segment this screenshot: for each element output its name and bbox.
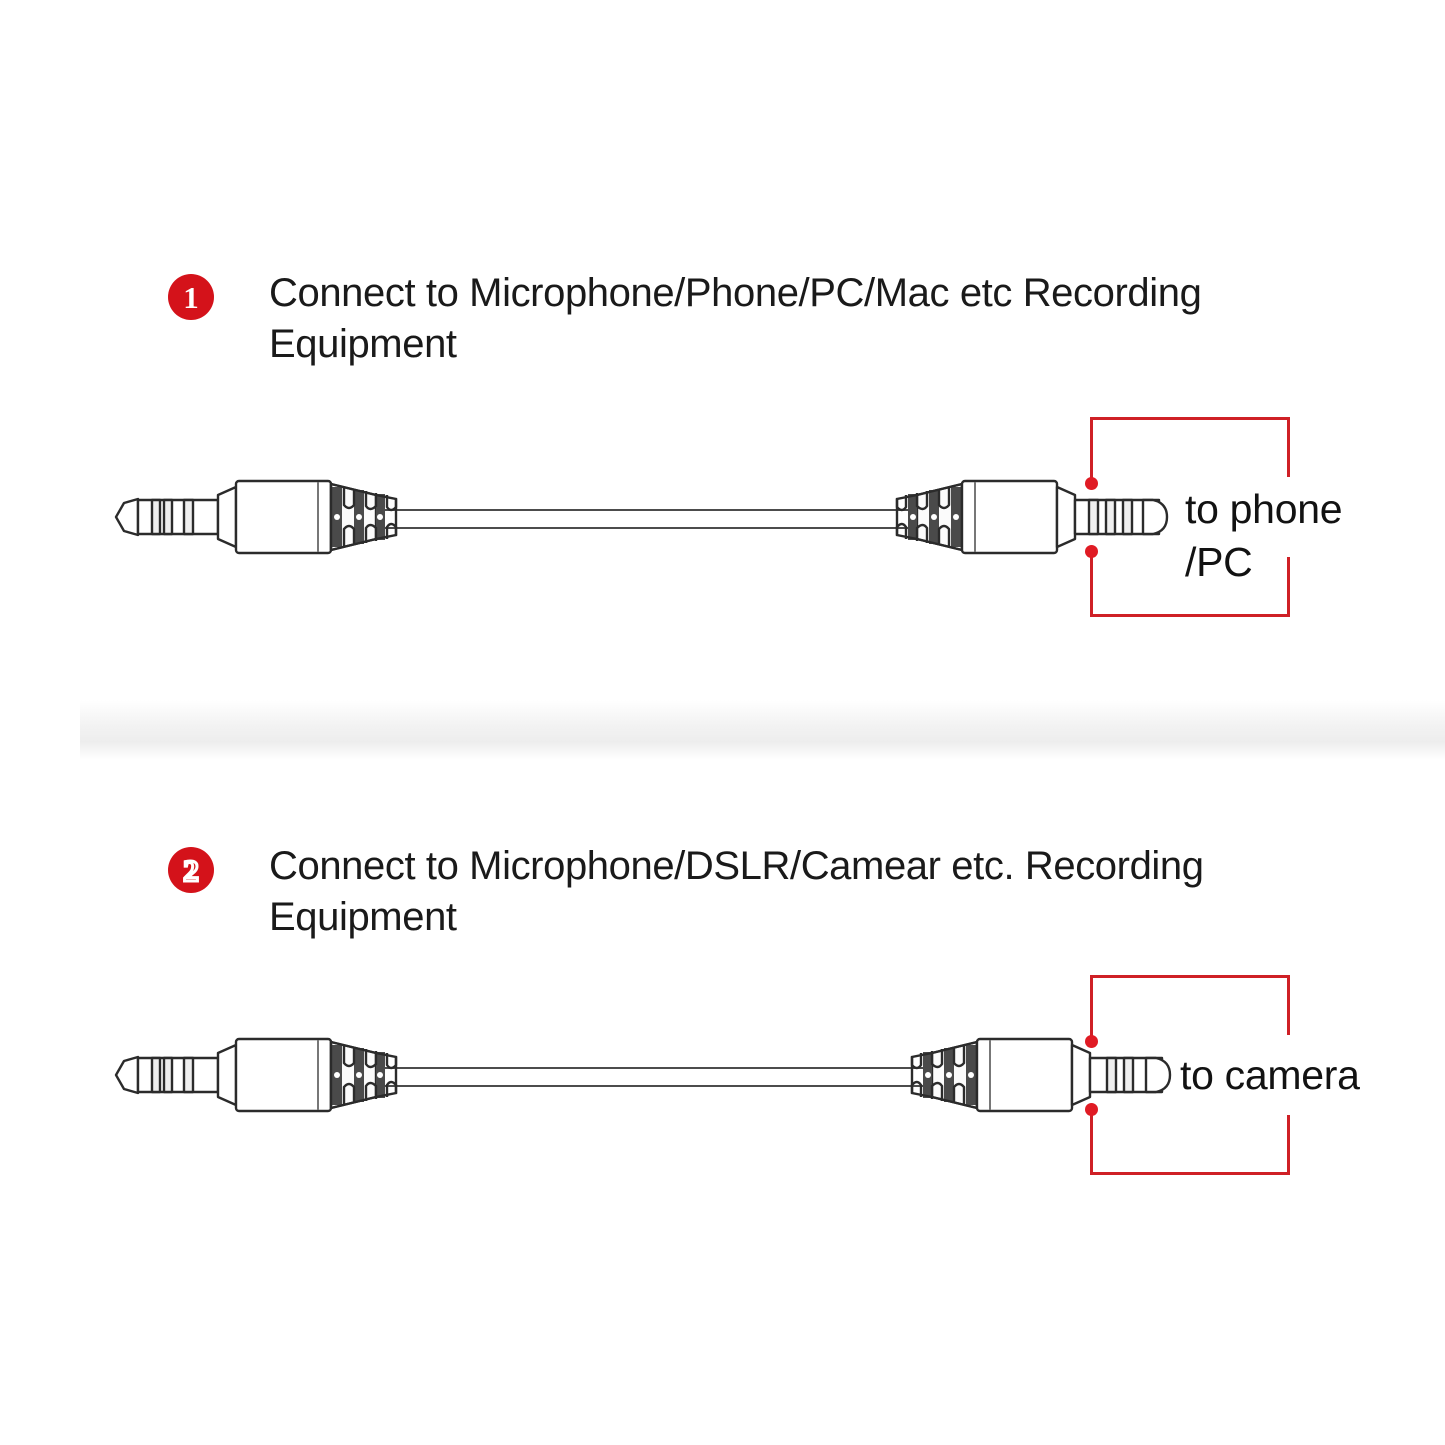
callout-anchor-dot-top-2: [1085, 1035, 1098, 1048]
callout-bracket-2: [1085, 975, 1300, 1175]
callout-bottom-edge-2: [1090, 1172, 1290, 1175]
step-2-badge: 2: [168, 847, 214, 893]
callout-label-1: to phone /PC: [1185, 486, 1343, 586]
cable-assembly-2: to camera: [0, 975, 1445, 1175]
step-2-caption-text: Connect to Microphone/DSLR/Camear etc. R…: [269, 844, 1204, 940]
callout-anchor-dot-bottom-1: [1085, 545, 1098, 558]
callout-right-edge-bottom-2: [1287, 1115, 1290, 1175]
panel-separator: [80, 700, 1445, 760]
callout-bracket-1: [1085, 417, 1300, 617]
cable-wire-2: [380, 1067, 925, 1087]
callout-top-edge-2: [1090, 975, 1290, 978]
left-plug-trs-icon-1: [108, 437, 408, 597]
callout-anchor-dot-top-1: [1085, 477, 1098, 490]
right-plug-trrs-icon-1: [885, 437, 1185, 597]
step-1-caption: 1 Connect to Microphone/Phone/PC/Mac etc…: [168, 268, 1348, 370]
left-plug-trs-icon-2: [108, 995, 408, 1155]
step-2-badge-number: 2: [182, 852, 201, 888]
callout-left-edge-top-1: [1090, 417, 1093, 483]
callout-right-edge-bottom-1: [1287, 557, 1290, 617]
step-1-caption-text: Connect to Microphone/Phone/PC/Mac etc R…: [269, 271, 1202, 367]
cable-assembly-1: to phone /PC: [0, 417, 1445, 617]
callout-bottom-edge-1: [1090, 614, 1290, 617]
callout-label-2: to camera: [1180, 1052, 1360, 1098]
step-2-caption: 2 Connect to Microphone/DSLR/Camear etc.…: [168, 841, 1348, 943]
callout-right-edge-top-2: [1287, 975, 1290, 1035]
callout-right-edge-top-1: [1287, 417, 1290, 477]
callout-left-edge-top-2: [1090, 975, 1093, 1041]
cable-wire-1: [380, 509, 910, 529]
step-1-badge: 1: [168, 274, 214, 320]
callout-left-edge-bottom-1: [1090, 551, 1093, 617]
callout-top-edge-1: [1090, 417, 1290, 420]
step-1-badge-number: 1: [183, 279, 199, 315]
right-plug-trs-icon-2: [900, 995, 1200, 1155]
callout-anchor-dot-bottom-2: [1085, 1103, 1098, 1116]
callout-left-edge-bottom-2: [1090, 1109, 1093, 1175]
